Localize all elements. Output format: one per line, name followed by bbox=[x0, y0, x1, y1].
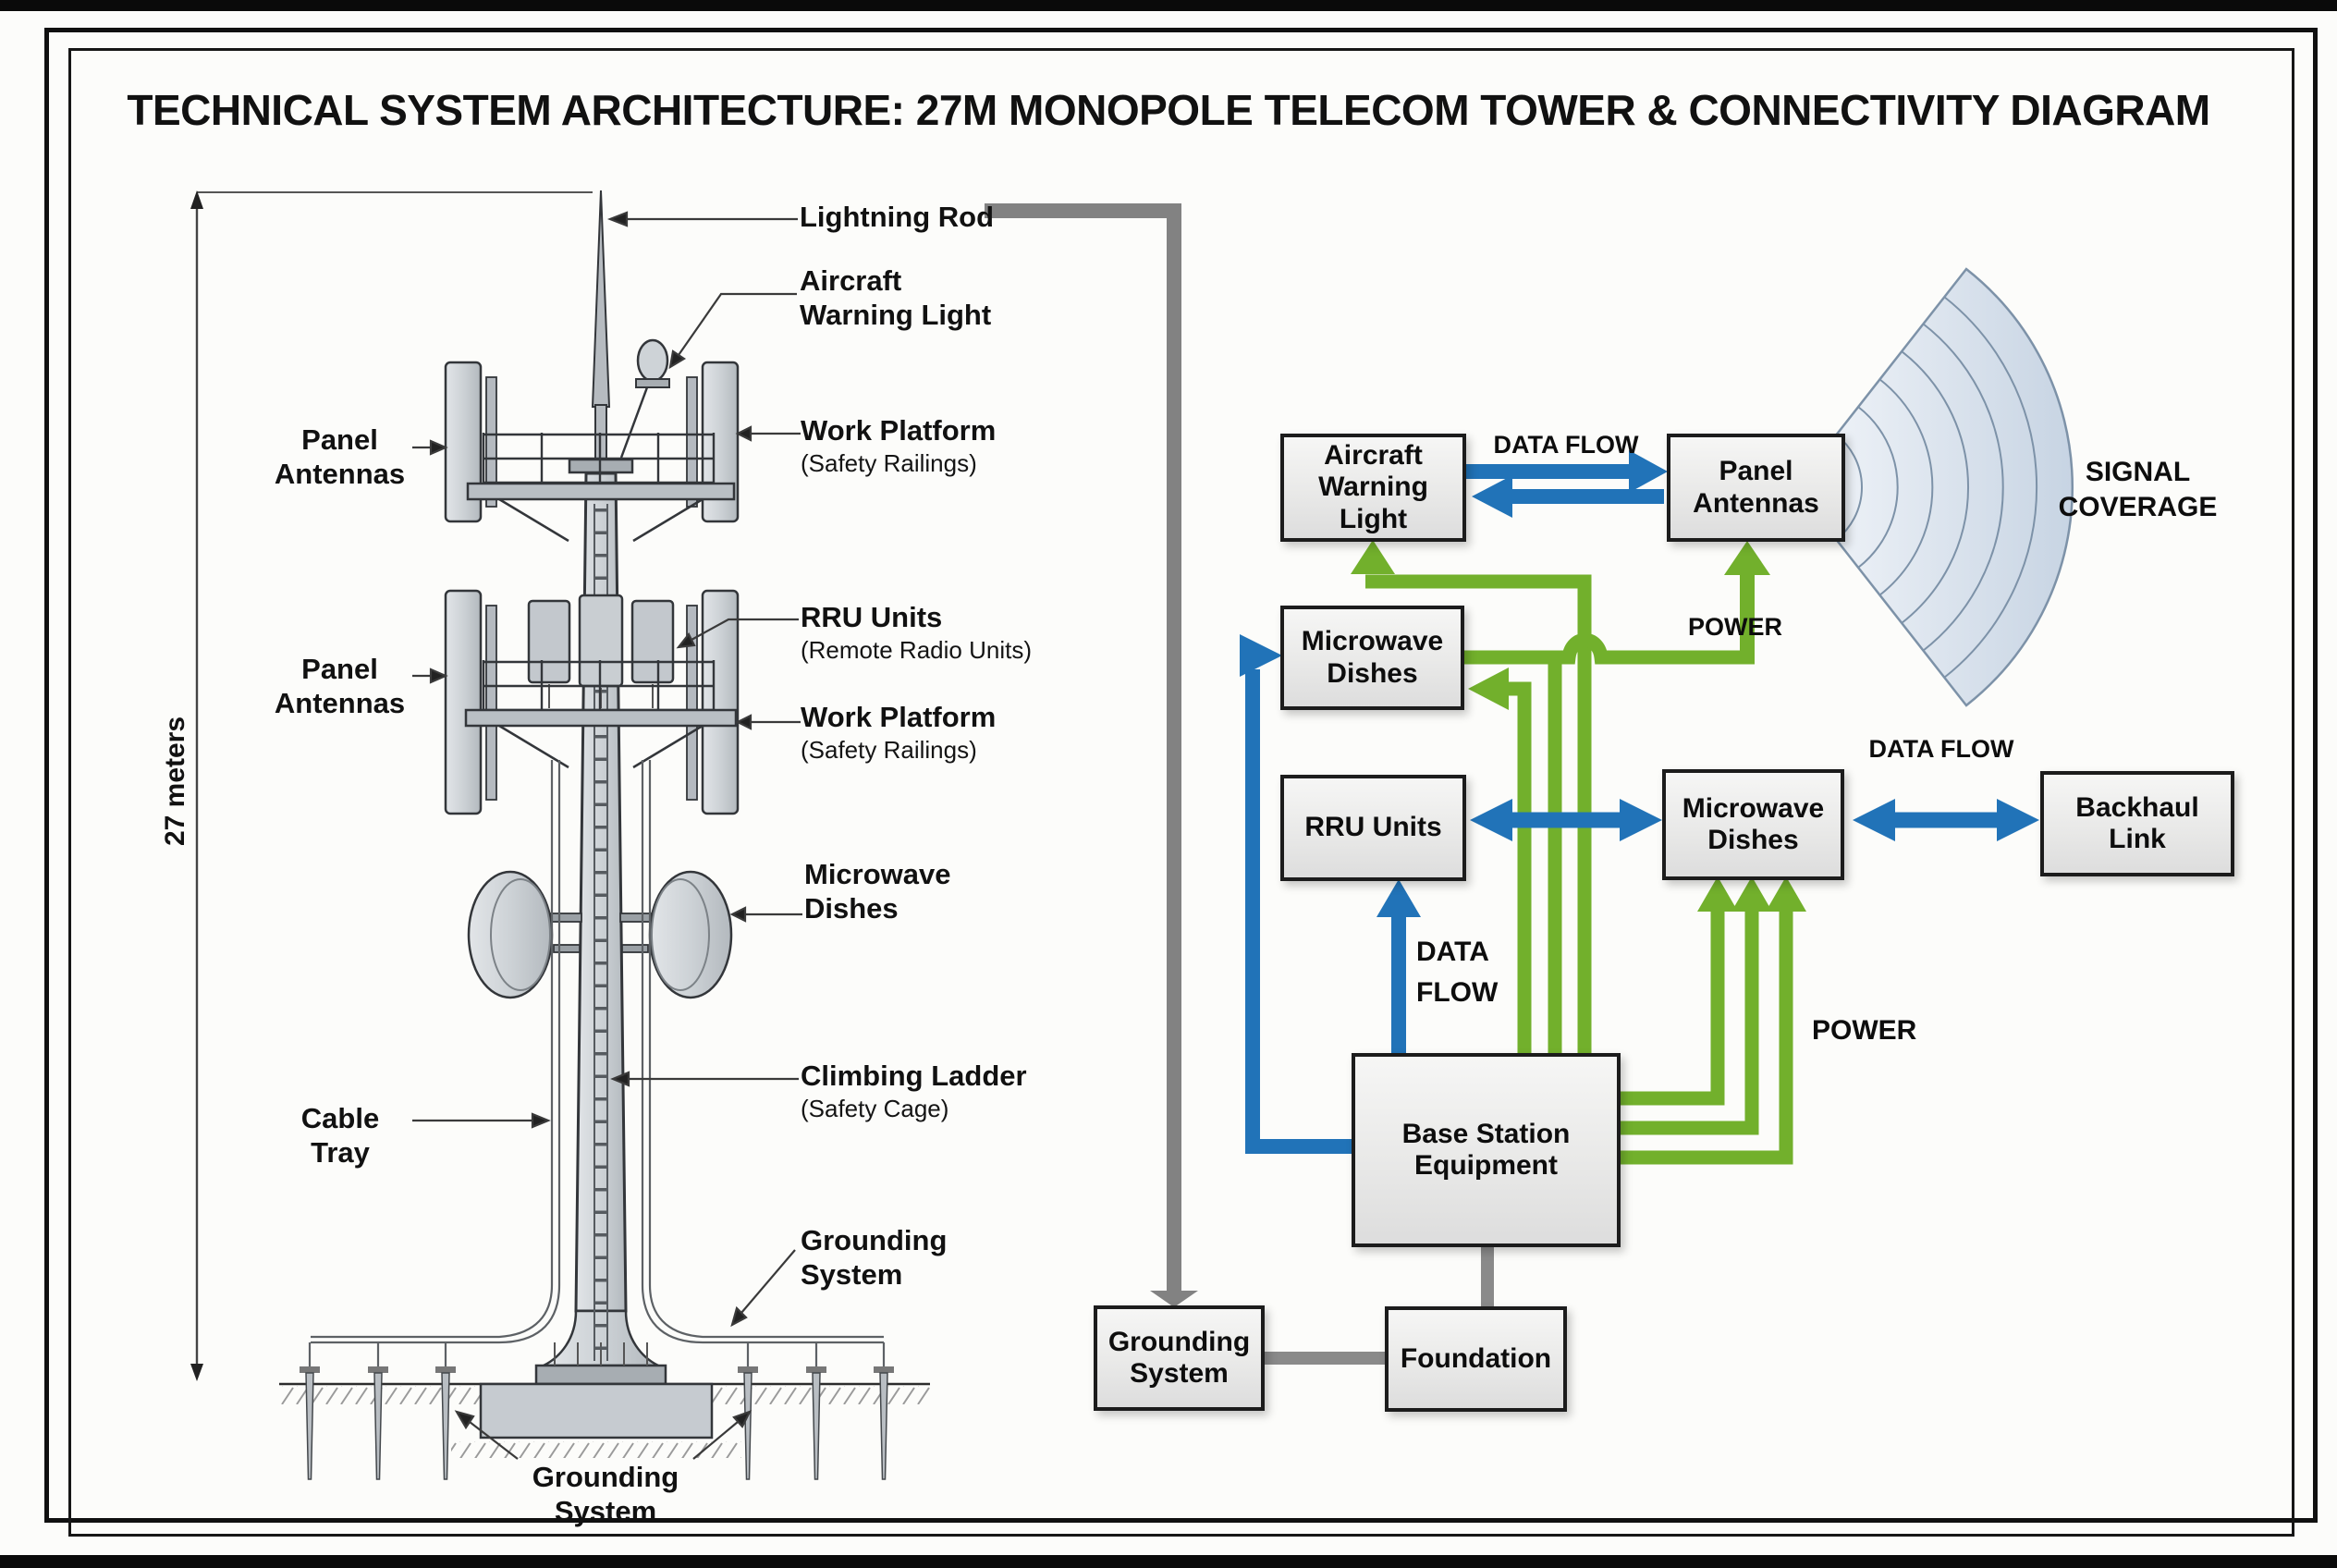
ground-and-foundation-icon bbox=[279, 1382, 930, 1458]
data-flow-vertical-label: DATA FLOW bbox=[1416, 937, 1499, 1008]
panel-antennas-lower-label: Panel Antennas bbox=[274, 653, 406, 719]
cable-tray-icon bbox=[308, 760, 886, 1366]
node-base-station: Base Station Equipment bbox=[1352, 1053, 1621, 1247]
upper-work-platform-icon bbox=[466, 433, 736, 543]
power-upper-label: POWER bbox=[1687, 613, 1782, 641]
node-microwave-dishes-lower: Microwave Dishes bbox=[1662, 769, 1844, 880]
grounding-system-bottom-label: Grounding System bbox=[532, 1461, 679, 1527]
top-border-strip bbox=[0, 0, 2337, 11]
node-aircraft-warning-light: Aircraft Warning Light bbox=[1280, 434, 1466, 542]
aircraft-warning-light-icon bbox=[619, 338, 670, 459]
grounding-rods-icon bbox=[300, 1366, 894, 1480]
signal-coverage-fan-icon bbox=[1793, 267, 2074, 707]
power-lower-label: POWER bbox=[1812, 1015, 1917, 1046]
height-dimension-line bbox=[190, 190, 593, 1381]
cable-tray-label: Cable Tray bbox=[300, 1102, 380, 1169]
node-panel-antennas: Panel Antennas bbox=[1667, 434, 1845, 542]
grounding-system-side-label: Grounding System bbox=[801, 1224, 948, 1291]
data-flow-connectors bbox=[1240, 450, 2039, 1154]
data-flow-right-label: DATA FLOW bbox=[1868, 735, 2014, 763]
work-platform-lower-sublabel: (Safety Railings) bbox=[801, 736, 977, 764]
node-foundation: Foundation bbox=[1385, 1306, 1567, 1412]
lower-panel-antennas-icon bbox=[444, 589, 740, 815]
tower-height-label: 27 meters bbox=[160, 716, 190, 847]
page-title: TECHNICAL SYSTEM ARCHITECTURE: 27M MONOP… bbox=[127, 86, 2210, 134]
rru-units-label: RRU Units bbox=[801, 601, 943, 633]
label-leader-lines bbox=[412, 211, 802, 1460]
bottom-border-strip bbox=[0, 1555, 2337, 1568]
work-platform-upper-sublabel: (Safety Railings) bbox=[801, 449, 977, 477]
climbing-ladder-sublabel: (Safety Cage) bbox=[801, 1095, 949, 1122]
work-platform-lower-label: Work Platform bbox=[801, 701, 997, 733]
panel-antennas-upper-label: Panel Antennas bbox=[274, 423, 406, 490]
lightning-rod-label: Lightning Rod bbox=[800, 201, 995, 233]
tower-illustration bbox=[190, 190, 930, 1480]
data-flow-top-label: DATA FLOW bbox=[1493, 431, 1639, 459]
climbing-ladder-label: Climbing Ladder bbox=[801, 1060, 1027, 1092]
work-platform-upper-label: Work Platform bbox=[801, 414, 997, 447]
signal-coverage-label: SIGNAL COVERAGE bbox=[2058, 457, 2218, 522]
gray-structure-connectors bbox=[985, 203, 1494, 1365]
node-grounding-system: Grounding System bbox=[1094, 1305, 1265, 1411]
microwave-dishes-icon bbox=[467, 870, 733, 999]
node-backhaul-link: Backhaul Link bbox=[2040, 771, 2234, 876]
aircraft-warning-light-label: Aircraft Warning Light bbox=[800, 264, 992, 331]
lower-work-platform-icon bbox=[464, 660, 738, 769]
node-rru-units: RRU Units bbox=[1280, 775, 1466, 881]
power-connectors bbox=[1351, 540, 1806, 1165]
microwave-dishes-label: Microwave Dishes bbox=[804, 858, 951, 925]
node-microwave-dishes-upper: Microwave Dishes bbox=[1280, 606, 1464, 710]
lightning-rod-icon bbox=[568, 190, 634, 474]
rru-units-sublabel: (Remote Radio Units) bbox=[801, 636, 1032, 664]
